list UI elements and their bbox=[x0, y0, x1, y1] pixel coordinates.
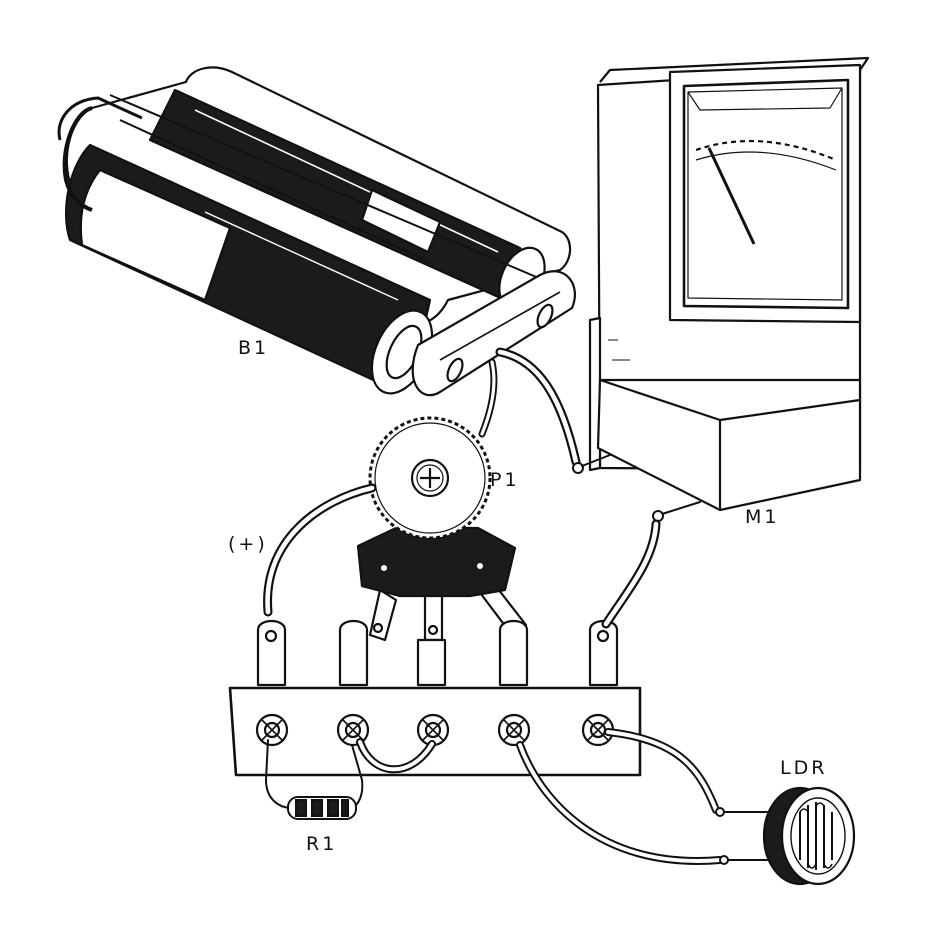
wiring bbox=[263, 347, 769, 865]
light-dependent-resistor-icon bbox=[762, 786, 856, 886]
ldr-label: LDR bbox=[780, 757, 828, 779]
battery-label: B1 bbox=[238, 337, 270, 359]
terminal-screw bbox=[255, 713, 289, 747]
resistor-icon bbox=[287, 796, 357, 820]
resistor-label: R1 bbox=[306, 833, 338, 855]
meter-label: M1 bbox=[745, 506, 780, 528]
potentiometer-icon bbox=[356, 416, 528, 642]
terminal-screw bbox=[416, 713, 450, 747]
battery-holder-icon bbox=[57, 66, 577, 397]
terminal-strip-icon bbox=[228, 619, 642, 777]
potentiometer-label: P1 bbox=[490, 469, 520, 491]
terminal-screw bbox=[581, 713, 615, 747]
analog-meter-icon bbox=[588, 56, 870, 512]
positive-label: (+) bbox=[228, 533, 268, 555]
terminal-screw bbox=[497, 713, 531, 747]
